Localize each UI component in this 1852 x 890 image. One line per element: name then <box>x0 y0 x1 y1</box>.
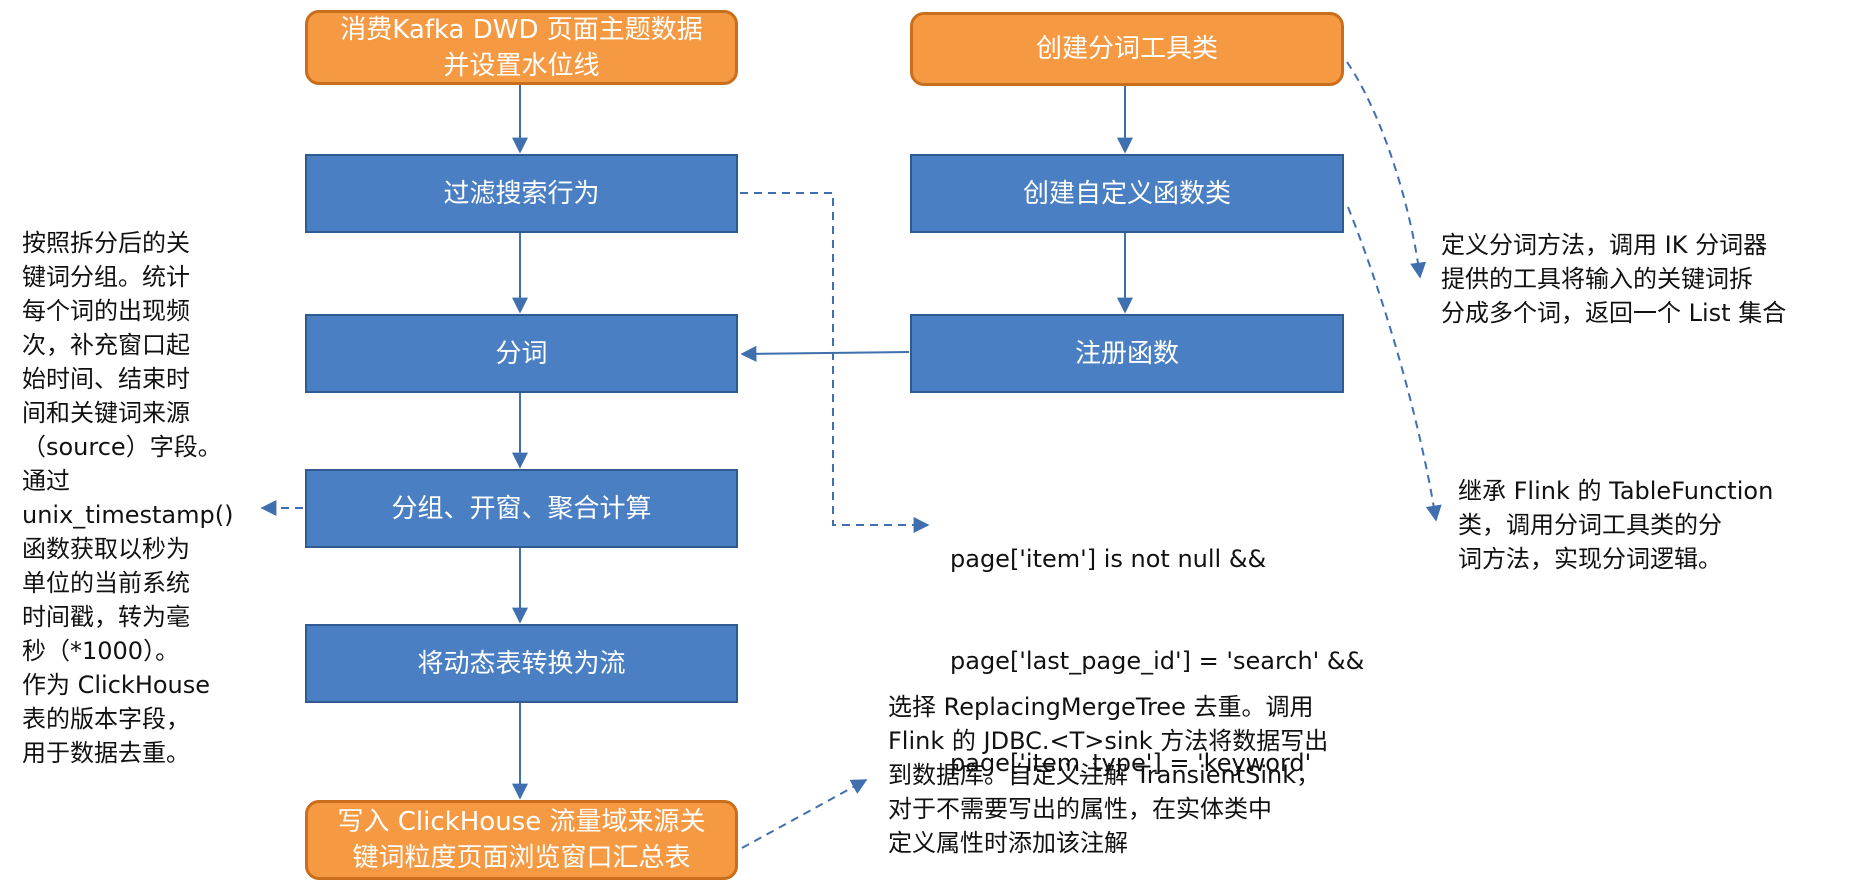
filter-search-box: 过滤搜索行为 <box>305 154 738 233</box>
dashed-filter-condition <box>740 192 930 533</box>
dashed-tool-desc <box>1346 61 1427 279</box>
tokenize-box: 分词 <box>305 314 738 393</box>
dashed-write-sink-desc <box>741 779 868 849</box>
dashed-udf-desc <box>1347 206 1442 522</box>
consume-kafka-box: 消费Kafka DWD 页面主题数据 并设置水位线 <box>305 10 738 85</box>
table-to-stream-box: 将动态表转换为流 <box>305 624 738 703</box>
left-aggregate-note: 按照拆分后的关 键词分组。统计 每个词的出现频 次，补充窗口起 始时间、结束时 … <box>22 229 234 767</box>
group-window-aggregate-box: 分组、开窗、聚合计算 <box>305 469 738 548</box>
create-udf-box: 创建自定义函数类 <box>910 154 1344 233</box>
sink-description-note: 选择 ReplacingMergeTree 去重。调用 Flink 的 JDBC… <box>888 693 1329 857</box>
filter-condition-line: page['item'] is not null && <box>950 545 1267 573</box>
filter-condition-line: page['item_type'] = 'keyword' <box>950 749 1312 777</box>
create-tokenizer-tool-box: 创建分词工具类 <box>910 12 1344 86</box>
tokenizer-description-note: 定义分词方法，调用 IK 分词器 提供的工具将输入的关键词拆 分成多个词，返回一… <box>1441 231 1787 327</box>
filter-condition-line: page['last_page_id'] = 'search' && <box>950 647 1365 675</box>
filter-condition-note: page['item'] is not null && page['last_p… <box>950 474 1370 848</box>
write-clickhouse-box: 写入 ClickHouse 流量域来源关 键词粒度页面浏览窗口汇总表 <box>305 800 738 880</box>
arrow-register-tokenize <box>740 345 910 362</box>
udf-description-note: 继承 Flink 的 TableFunction 类，调用分词工具类的分 词方法… <box>1458 477 1774 573</box>
register-function-box: 注册函数 <box>910 314 1344 393</box>
